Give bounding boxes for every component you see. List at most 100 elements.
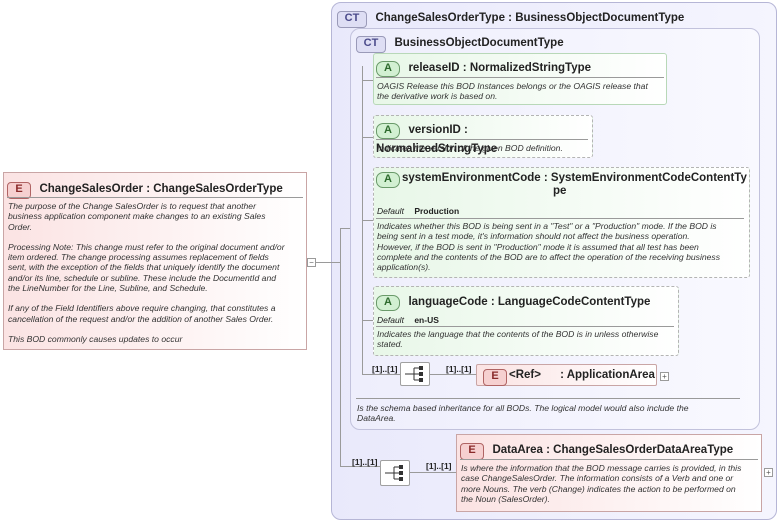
element-title: <Ref> : ApplicationArea xyxy=(509,369,655,381)
separator xyxy=(460,459,758,460)
desc-line: Indicates whether this BOD is being sent… xyxy=(377,221,717,231)
connector xyxy=(410,472,456,473)
connector xyxy=(316,262,340,263)
element-title: DataArea : ChangeSalesOrderDataAreaType xyxy=(492,444,734,456)
attribute-title: releaseID : NormalizedStringType xyxy=(408,62,592,74)
separator xyxy=(376,77,664,78)
element-description: Is where the information that the BOD me… xyxy=(461,463,761,504)
title-line: pe xyxy=(553,185,567,197)
desc-line: complete and the contents of the BOD are… xyxy=(377,251,721,262)
desc-line: However, if the BOD is sent in "Producti… xyxy=(377,241,699,252)
inner-type-title: BusinessObjectDocumentType xyxy=(394,37,564,49)
attribute-badge: A xyxy=(376,172,400,188)
connector xyxy=(362,374,400,375)
connector xyxy=(362,220,373,221)
separator xyxy=(376,326,674,327)
sequence-icon xyxy=(405,366,423,382)
desc-line: DataArea. xyxy=(357,413,396,424)
attribute-description: OAGIS Release this BOD Instances belongs… xyxy=(377,81,665,102)
sequence-icon xyxy=(385,465,403,481)
desc-line: more Nouns. The verb (Change) indicates … xyxy=(461,483,736,494)
cardinality-label: [1]..[1] xyxy=(372,364,398,374)
attribute-default-row: Default en-US xyxy=(377,315,439,325)
attribute-badge: A xyxy=(376,123,400,139)
inner-type-separator xyxy=(356,398,740,399)
cardinality-label: [1]..[1] xyxy=(426,461,452,471)
complex-type-badge: CT xyxy=(356,36,386,53)
outer-type-title: ChangeSalesOrderType : BusinessObjectDoc… xyxy=(375,12,685,24)
element-applicationarea-ref[interactable]: E <Ref> : ApplicationArea xyxy=(476,364,657,386)
element-badge: E xyxy=(460,443,484,460)
separator xyxy=(376,218,744,219)
element-description: The purpose of the Change SalesOrder is … xyxy=(8,201,306,344)
attribute-releaseid[interactable]: A releaseID : NormalizedStringType OAGIS… xyxy=(373,53,667,105)
desc-line: Is where the information that the BOD me… xyxy=(461,463,742,473)
attribute-systemenvironmentcode[interactable]: A systemEnvironmentCode : SystemEnvironm… xyxy=(373,167,750,278)
desc-line: the derivative work is based on. xyxy=(377,91,498,102)
element-dataarea[interactable]: E DataArea : ChangeSalesOrderDataAreaTyp… xyxy=(456,434,762,512)
outer-type-header: CT ChangeSalesOrderType : BusinessObject… xyxy=(337,8,684,28)
desc-line: Processing Note: This change must refer … xyxy=(8,241,285,252)
inner-type-header: CT BusinessObjectDocumentType xyxy=(356,33,564,53)
attribute-description: Indicates the language that the contents… xyxy=(377,329,675,350)
default-value: en-US xyxy=(414,315,439,325)
desc-spacer xyxy=(8,324,306,334)
expand-button[interactable]: + xyxy=(660,372,669,381)
desc-line: Order. xyxy=(8,221,33,232)
collapse-button[interactable]: − xyxy=(307,258,316,267)
desc-line: item ordered. The change processing assu… xyxy=(8,252,269,263)
desc-line: the Noun (SalesOrder). xyxy=(461,493,550,504)
connector xyxy=(362,320,373,321)
connector xyxy=(340,228,350,229)
default-value: Production xyxy=(414,206,460,216)
desc-line: stated. xyxy=(377,339,403,350)
attribute-default-row: Default Production xyxy=(377,206,459,216)
attribute-title: systemEnvironmentCode : SystemEnvironmen… xyxy=(402,172,747,198)
sequence-compositor[interactable] xyxy=(380,460,410,486)
separator xyxy=(7,197,303,198)
desc-line: business application component make chan… xyxy=(8,211,266,222)
desc-line: OAGIS Release this BOD Instances belongs… xyxy=(377,81,648,91)
desc-line: If any of the Field Identifiers above re… xyxy=(8,303,276,314)
complex-type-badge: CT xyxy=(337,11,367,28)
attribute-versionid[interactable]: A versionID : NormalizedStringType Indic… xyxy=(373,115,593,158)
cardinality-label: [1]..[1] xyxy=(446,364,472,374)
element-badge: E xyxy=(483,369,507,386)
desc-line: application(s). xyxy=(377,262,431,273)
desc-line: The purpose of the Change SalesOrder is … xyxy=(8,201,256,211)
attribute-badge: A xyxy=(376,61,400,77)
connector xyxy=(340,228,341,466)
cardinality-label: [1]..[1] xyxy=(352,457,378,467)
desc-spacer xyxy=(8,293,306,303)
attribute-title: languageCode : LanguageCodeContentType xyxy=(408,296,651,308)
default-label: Default xyxy=(377,206,404,216)
expand-button[interactable]: + xyxy=(764,468,773,477)
desc-line: Indicates the language that the contents… xyxy=(377,329,659,339)
desc-line: Indicates the version of the given BOD d… xyxy=(377,143,563,153)
attribute-description: Indicates the version of the given BOD d… xyxy=(377,143,589,153)
connector xyxy=(340,466,380,467)
inner-type-description: Is the schema based inheritance for all … xyxy=(357,403,752,424)
attribute-title: versionID : NormalizedStringType xyxy=(376,124,498,155)
desc-line: case ChangeSalesOrder. The information c… xyxy=(461,473,734,484)
connector xyxy=(430,374,476,375)
connector xyxy=(362,137,373,138)
desc-line: the LineNumber for the Line, Subline, an… xyxy=(8,283,208,294)
attribute-badge: A xyxy=(376,295,400,311)
desc-line: and/or its line, schedule or subline. Th… xyxy=(8,272,277,283)
desc-line: sent, with the exception of the fields t… xyxy=(8,262,280,273)
connector xyxy=(362,80,373,81)
desc-spacer xyxy=(8,232,306,242)
desc-line: cancellation of the request and/or the a… xyxy=(8,313,274,324)
attribute-description: Indicates whether this BOD is being sent… xyxy=(377,221,747,272)
sequence-compositor[interactable] xyxy=(400,362,430,386)
element-title: ChangeSalesOrder : ChangeSalesOrderType xyxy=(39,183,283,195)
separator xyxy=(376,139,588,140)
element-changesalesorder[interactable]: E ChangeSalesOrder : ChangeSalesOrderTyp… xyxy=(3,172,307,350)
default-label: Default xyxy=(377,315,404,325)
desc-line: This BOD commonly causes updates to occu… xyxy=(8,333,183,344)
attribute-languagecode[interactable]: A languageCode : LanguageCodeContentType… xyxy=(373,286,679,356)
desc-line: Is the schema based inheritance for all … xyxy=(357,403,689,413)
desc-line: being sent in a test mode, it's informat… xyxy=(377,231,690,242)
title-line: systemEnvironmentCode : SystemEnvironmen… xyxy=(402,172,747,184)
